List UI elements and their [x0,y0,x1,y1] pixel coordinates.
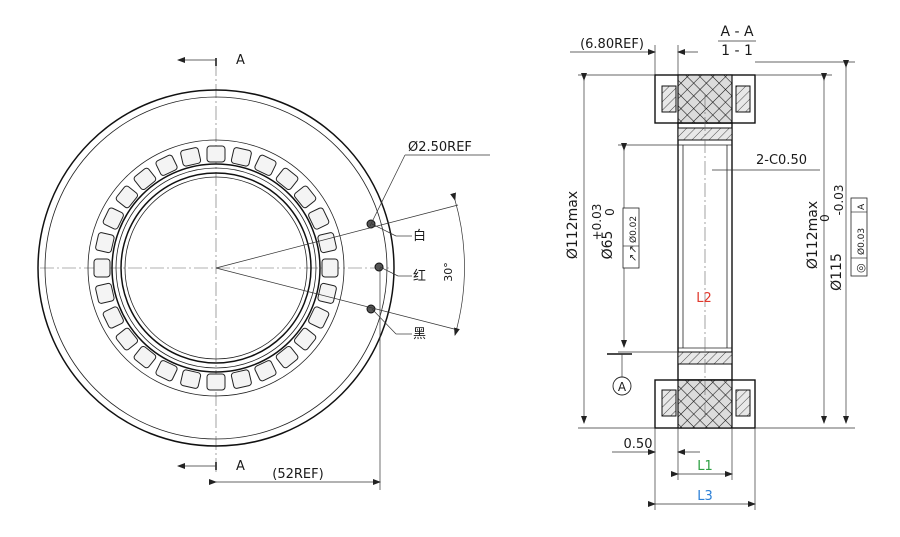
section-mark-bottom: A [236,459,245,474]
angle-arc [450,192,465,336]
magnet-segment [230,147,252,167]
hole-diameter-label: Ø2.50REF [408,140,472,155]
bore-dia: Ø115 [829,253,845,291]
angle-line-bottom [215,267,459,331]
datum-circle [612,376,632,396]
magnet-segment [206,145,226,163]
top-left-insert [661,85,677,113]
runout-frame [622,207,640,269]
bottom-left-insert [661,389,677,417]
inner-bore-chamfer [124,176,308,360]
magnet-segment [317,282,337,304]
magnet-segment [293,327,317,351]
bore-tol-upper: 0 [818,214,832,222]
ref-dim-label: (52REF) [272,467,323,482]
magnet-segment [254,360,277,382]
angle-line-top [215,204,459,269]
magnet-segment [293,185,317,209]
leader-white [371,223,397,237]
length-L3-label: L3 [697,489,713,504]
section-view: A - A 1 - 1 (6.80REF) L2 2-C0.50 [565,24,868,510]
magnet-segment [115,327,139,351]
wire-label-black: 黑 [413,327,426,342]
hole-black [366,304,376,314]
length-L1-label: L1 [697,459,713,474]
outer-ring-inner-edge [44,96,388,440]
hole-red [374,262,384,272]
datum-label: A [618,380,627,394]
magnet-segment [95,282,115,304]
magnet-segment [95,232,115,254]
magnet-segments [93,145,339,391]
magnet-segment [308,207,330,230]
magnet-segment [321,258,339,278]
wire-label-red: 红 [413,268,426,284]
inner-tol-lower: 0 [603,208,617,216]
magnet-segment [308,306,330,329]
section-title-bottom: 1 - 1 [721,43,753,59]
inner-bore [120,172,312,364]
step-dim-label: 0.50 [624,437,653,452]
angle-label: 30° [442,262,455,282]
bottom-right-insert [735,389,751,417]
leader-red [379,266,399,277]
segment-ring-outer [87,139,345,397]
section-title-top: A - A [720,24,754,40]
chamfer-label: 2-C0.50 [756,153,807,168]
runout-symbol: ↗↗ [628,245,639,262]
magnet-segment [93,258,111,278]
section-mark-top: A [236,53,245,68]
magnet-segment [102,207,124,230]
inner-dia: Ø65 [600,231,616,260]
outer-dia-right: Ø112max [805,201,821,269]
magnet-segment [155,360,178,382]
magnet-segment [155,154,178,176]
outer-ring [37,89,395,447]
concentricity-datum: A [857,203,867,210]
wire-label-white: 白 [413,228,426,244]
hole-dia-leader [369,154,406,227]
segment-ring-inner [115,167,317,369]
bore-tol-lower: -0.03 [832,184,846,215]
magnet-segment [254,154,277,176]
magnet-segment [133,345,157,369]
concentricity-value: Ø0.03 [856,228,867,255]
magnet-segment [275,345,299,369]
front-view: 30° 白 红 黑 Ø2.50REF A A (52REF) [37,53,490,490]
magnet-segment [102,306,124,329]
magnet-segment [317,232,337,254]
magnet-segment [180,147,202,167]
magnet-segment [180,369,202,389]
section-ref-dim: (6.80REF) [580,37,644,52]
magnet-segment [115,185,139,209]
concentricity-frame [850,197,868,277]
magnet-segment [206,373,226,391]
length-L2-label: L2 [696,291,712,306]
outer-dia-left: Ø112max [565,191,581,259]
runout-value: Ø0.02 [628,216,639,243]
inner-bore-outer [111,163,321,373]
magnet-segment [230,369,252,389]
concentricity-symbol: ◎ [854,263,867,273]
top-right-insert [735,85,751,113]
inner-tol-upper: +0.03 [590,204,604,241]
magnet-segment [275,167,299,191]
magnet-segment [133,167,157,191]
leader-black [371,308,397,335]
